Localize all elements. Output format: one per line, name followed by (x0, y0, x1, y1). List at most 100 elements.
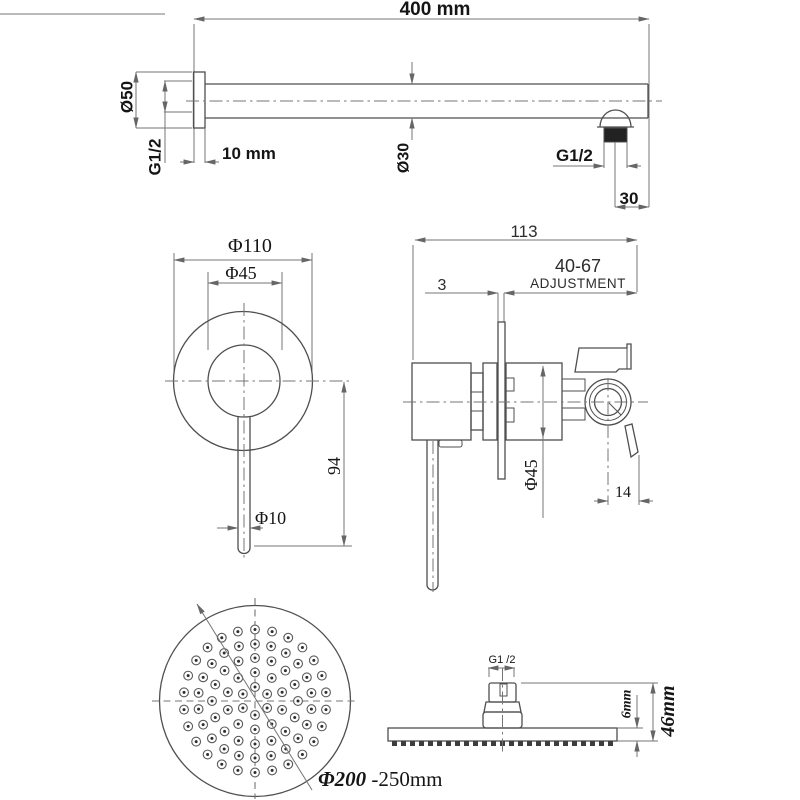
nozzle-bump (455, 741, 460, 746)
nozzle-dot (226, 708, 230, 712)
nozzle-dot (213, 715, 217, 719)
nozzle-dot (182, 708, 186, 712)
nozzle-dot (206, 645, 210, 649)
connection-pipe (561, 407, 586, 421)
flange-dia-label: Ø50 (118, 81, 137, 113)
height-label: 46mm (657, 685, 679, 737)
nozzle-dot (223, 669, 227, 673)
nozzle-dot (220, 762, 224, 766)
mounting-bracket (574, 343, 632, 373)
shower-head-side-view: G1 /2 6mm 46mm (387, 654, 679, 757)
nozzle-dot (197, 707, 201, 711)
flange-depth-label: 10 mm (222, 144, 276, 163)
head-dia-label: Φ200 -250mm (318, 767, 443, 791)
wall-thread-label: G1/2 (146, 139, 165, 176)
outlet-dome (599, 109, 632, 128)
nozzle-dot (237, 644, 241, 648)
nozzle-dot (296, 662, 300, 666)
nozzle-dot (237, 739, 241, 743)
nozzle-dot (269, 754, 273, 758)
nozzle-bump (446, 741, 451, 746)
body-dia-label: Φ45 (225, 263, 256, 283)
connection-pipe (561, 378, 586, 392)
nozzle-dot (253, 685, 257, 689)
nozzle-dot (286, 636, 290, 640)
nozzle-dot (283, 669, 287, 673)
nozzle-dot (284, 651, 288, 655)
nozzle-dot (194, 658, 198, 662)
nozzle-dot (312, 740, 316, 744)
nozzle-dot (253, 771, 257, 774)
nozzle-bump (545, 741, 550, 746)
nozzle-dot (300, 753, 304, 757)
nozzle-bump (581, 741, 586, 746)
nozzle-bump (527, 741, 532, 746)
nozzle-dot (241, 692, 245, 696)
body-dia-label: Φ45 (521, 459, 541, 490)
nozzle-bump-row (392, 741, 613, 746)
nozzle-dot (213, 683, 217, 687)
nozzle-dot (269, 644, 273, 648)
nozzle-dot (201, 675, 205, 679)
lever-offset-label: 14 (615, 484, 631, 501)
nozzle-dot (300, 645, 304, 649)
handle-dia-label: Φ10 (255, 508, 286, 528)
nozzle-dot (253, 628, 257, 631)
adjust-word-label: ADJUSTMENT (530, 276, 626, 291)
handle-len-label: 94 (324, 457, 344, 475)
nozzle-bump (437, 741, 442, 746)
nozzle-dot (269, 739, 273, 743)
mixer-front-view: Φ110 Φ45 94 Φ10 (165, 235, 352, 560)
nozzle-dot (296, 699, 300, 703)
handle-hub (438, 439, 463, 448)
nozzle-dot (320, 724, 324, 728)
head-thread-label: G1 /2 (489, 654, 516, 666)
arm-dia-label: Ø30 (396, 143, 413, 173)
outlet-thread-block (603, 127, 628, 143)
nozzle-dot (270, 768, 274, 772)
plate-thk-label: 6mm (620, 690, 635, 719)
nozzle-dot (222, 651, 226, 655)
nozzle-dot (280, 708, 284, 712)
nozzle-dot (270, 676, 274, 680)
nozzle-dot (226, 690, 230, 694)
outlet-thread-label: G1/2 (556, 146, 593, 165)
nozzle-dot (305, 723, 309, 727)
nozzle-dot (210, 699, 214, 703)
nozzle-dot (253, 728, 257, 731)
nozzle-bump (464, 741, 469, 746)
nozzle-dot (309, 707, 313, 711)
nozzle-dot (283, 729, 287, 733)
nozzle-bump (401, 741, 406, 746)
nozzle-bump (482, 741, 487, 746)
adjust-range-label: 40-67 (555, 256, 601, 276)
trim-dia-label: Φ110 (228, 235, 272, 257)
nozzle-dot (206, 753, 210, 757)
nozzle-bump (410, 741, 415, 746)
nozzle-dot (253, 671, 257, 674)
nozzle-dot (265, 706, 269, 710)
nozzle-dot (312, 658, 316, 662)
nozzle-bump (509, 741, 514, 746)
depth-label: 113 (510, 222, 537, 241)
escutcheon-plate (497, 321, 506, 480)
nozzle-dot (269, 659, 273, 663)
arm-length-label: 400 mm (400, 0, 471, 20)
nozzle-bump (536, 741, 541, 746)
nozzle-dot (293, 715, 297, 719)
nozzle-dot (253, 742, 257, 746)
nozzle-dot (296, 736, 300, 740)
dia-leader-line (196, 603, 313, 791)
nozzle-dot (305, 675, 309, 679)
nozzle-bump (392, 741, 397, 746)
nozzle-dot (237, 659, 241, 663)
nozzle-dot (210, 736, 214, 740)
nozzle-bump (608, 741, 613, 746)
nozzle-bump (419, 741, 424, 746)
nozzle-dot (253, 713, 257, 717)
nozzle-dot (223, 729, 227, 733)
nozzle-dot (186, 724, 190, 728)
nozzle-dot (237, 754, 241, 758)
nozzle-dot (241, 706, 245, 710)
